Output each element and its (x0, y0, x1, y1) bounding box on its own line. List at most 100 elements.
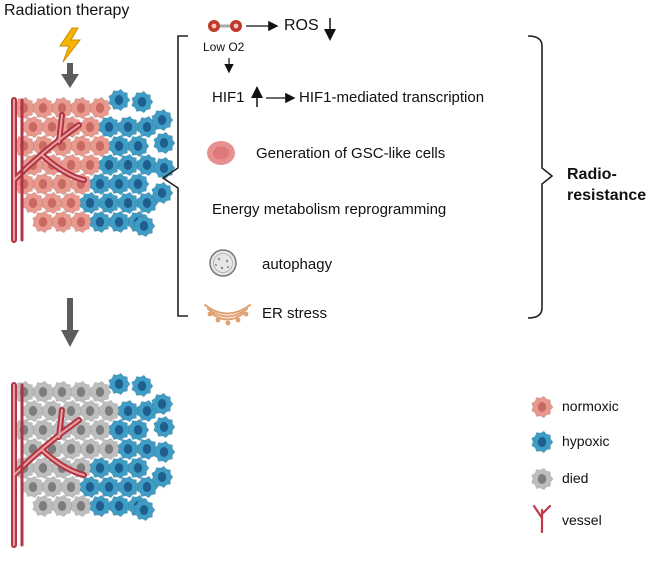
legend-label-hypoxic: hypoxic (562, 433, 610, 449)
cell-died (70, 494, 93, 518)
cell-normoxic (70, 134, 93, 158)
energy-metabolism-label: Energy metabolism reprogramming (212, 201, 447, 218)
cell-normoxic (32, 210, 55, 234)
cell-died (32, 494, 55, 518)
cell-normoxic (70, 96, 93, 120)
cell-normoxic (22, 191, 45, 215)
cell-normoxic (89, 96, 112, 120)
cell-hypoxic (151, 108, 174, 132)
ros-label: ROS (284, 17, 319, 34)
legend-label-normoxic: normoxic (562, 398, 619, 414)
cell-died (60, 437, 83, 461)
cell-died (32, 380, 55, 404)
cell-hypoxic (117, 153, 140, 177)
cell-hypoxic (108, 172, 131, 196)
cell-normoxic (51, 96, 74, 120)
hif1-label: HIF1 (212, 89, 245, 106)
cell-hypoxic (98, 191, 121, 215)
cell-hypoxic (136, 191, 159, 215)
cell-hypoxic (89, 456, 112, 480)
radiation-therapy-title: Radiation therapy (4, 2, 130, 19)
cell-hypoxic (133, 214, 156, 238)
cell-hypoxic (131, 374, 154, 398)
cell-normoxic (32, 96, 55, 120)
cell-hypoxic (136, 475, 159, 499)
right-bracket (527, 35, 554, 319)
cell-hypoxic (89, 210, 112, 234)
cell-died (79, 399, 102, 423)
left-brace (161, 35, 188, 317)
cell-normoxic (89, 134, 112, 158)
cell-hypoxic (127, 456, 150, 480)
cell-died (98, 437, 121, 461)
cell-died (41, 399, 64, 423)
cell-normoxic (79, 153, 102, 177)
cell-hypoxic (89, 172, 112, 196)
cell-hypoxic (136, 153, 159, 177)
cell-hypoxic (117, 399, 140, 423)
cell-hypoxic (153, 156, 176, 180)
down-arrow-top (61, 63, 79, 88)
cell-hypoxic (131, 90, 154, 114)
cell-hypoxic (108, 456, 131, 480)
cell-hypoxic (98, 115, 121, 139)
cell-normoxic (60, 191, 83, 215)
legend-label-died: died (562, 470, 589, 486)
cell-died (79, 437, 102, 461)
vessel-top (11, 97, 87, 243)
cell-died (98, 399, 121, 423)
cell-normoxic (70, 210, 93, 234)
legend-label-vessel: vessel (562, 512, 602, 528)
radio-resistance-line1: Radio- (567, 166, 617, 183)
cell-hypoxic (108, 210, 131, 234)
down-arrow-middle (61, 298, 79, 347)
legend-hypoxic-icon (531, 430, 554, 454)
cell-hypoxic (89, 494, 112, 518)
autophagy-label: autophagy (262, 256, 333, 273)
cell-died (89, 418, 112, 442)
cell-hypoxic (153, 440, 176, 464)
cell-hypoxic (98, 153, 121, 177)
cell-hypoxic (153, 415, 176, 439)
gsc-label: Generation of GSC-like cells (256, 145, 446, 162)
cell-died (70, 380, 93, 404)
er-icon (204, 304, 251, 326)
cell-hypoxic (117, 191, 140, 215)
cell-hypoxic (136, 437, 159, 461)
cell-died (41, 475, 64, 499)
cell-hypoxic (151, 181, 174, 205)
cell-hypoxic (79, 191, 102, 215)
cell-hypoxic (127, 418, 150, 442)
cell-hypoxic (151, 392, 174, 416)
cell-hypoxic (127, 134, 150, 158)
cell-hypoxic (117, 475, 140, 499)
autophagy-icon (209, 249, 237, 277)
cell-died (32, 418, 55, 442)
er-stress-label: ER stress (262, 305, 328, 322)
cell-died (51, 494, 74, 518)
cell-died (32, 456, 55, 480)
cell-hypoxic (117, 437, 140, 461)
tumor-after-therapy (13, 372, 176, 522)
lightning-icon (59, 27, 82, 63)
cell-died (51, 380, 74, 404)
cell-normoxic (51, 210, 74, 234)
low-o2-label: Low O2 (203, 40, 245, 54)
legend-normoxic-icon (531, 395, 554, 419)
cell-hypoxic (127, 172, 150, 196)
oxygen-molecule-icon (208, 20, 242, 32)
tumor-before-therapy (13, 88, 176, 238)
legend-died-icon (531, 467, 554, 491)
cell-hypoxic (108, 88, 131, 112)
cell-hypoxic (153, 131, 176, 155)
cell-hypoxic (108, 418, 131, 442)
cell-normoxic (51, 172, 74, 196)
cell-hypoxic (108, 494, 131, 518)
cell-normoxic (79, 115, 102, 139)
cell-normoxic (22, 115, 45, 139)
vessel-bottom (11, 382, 87, 548)
legend-icons (531, 395, 554, 534)
cell-hypoxic (108, 134, 131, 158)
cell-hypoxic (108, 372, 131, 396)
cell-hypoxic (117, 115, 140, 139)
